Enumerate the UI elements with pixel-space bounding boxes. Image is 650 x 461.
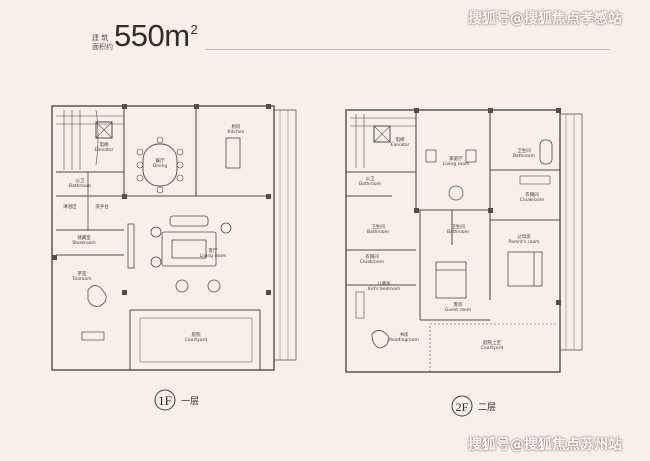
floor-2-plan: [345, 108, 583, 373]
living-furniture-icon: [150, 215, 232, 293]
f2-kids-en: Kid's bedroom: [368, 286, 400, 292]
floor-2-outline: [345, 109, 561, 373]
f2-courtyard-en: Courtyard: [481, 345, 504, 351]
area-label-line-1: 建 筑: [92, 34, 109, 42]
f2-bathroom4-cn: 卫生间: [451, 223, 465, 230]
f2-elevator-en: Elevator: [391, 142, 410, 148]
f2-bathroom2-en: Bathroom: [359, 181, 381, 187]
floor-2-labels: 电梯 Elevator 家庭厅 Living room 卫生间 Bathroom…: [359, 136, 544, 351]
f1-elevator-cn: 电梯: [100, 141, 109, 148]
floor-1-badge-text: 1F: [158, 393, 172, 408]
area-label-line-2: 面积约: [92, 43, 113, 51]
f1-kitchen-cn: 厨房: [232, 123, 241, 130]
f2-cloakroom2-en: Cloakroom: [360, 259, 384, 265]
area-unit-sup: 2: [190, 22, 198, 37]
f2-guest-cn: 客房: [454, 301, 463, 308]
area-number: 550m: [114, 18, 190, 53]
f2-bathroom-cn: 卫生间: [517, 147, 531, 154]
floor-2-title: 二层: [478, 402, 496, 413]
f2-living-cn: 家庭厅: [449, 155, 463, 162]
f1-tearoom-cn: 茶室: [78, 270, 87, 277]
guest-bed-icon: [435, 261, 467, 299]
f1-storeroom-en: Storeroom: [72, 240, 96, 246]
floor-2-badge-text: 2F: [456, 400, 469, 414]
floor-1-plan: [51, 104, 297, 371]
watermark-bottom: 搜狐号@搜狐焦点苏州站: [468, 437, 622, 453]
reading-chair-icon: [371, 330, 389, 349]
floor-1-title: 一层: [181, 396, 199, 407]
f1-tearoom-en: Tearoom: [71, 276, 91, 282]
f2-kids-cn: 儿童房: [377, 280, 391, 287]
f1-living-en: Living room: [200, 253, 226, 259]
f1-basin-label: 洗手台: [95, 203, 109, 210]
f2-cloakroom-cn: 衣帽间: [525, 191, 539, 198]
f2-bathroom2-cn: 公卫: [366, 176, 375, 182]
f1-living-cn: 客厅: [209, 247, 218, 254]
header-rule: [205, 49, 610, 50]
floor-1-outline: [51, 105, 275, 371]
stair-2-icon: [350, 114, 416, 168]
f2-cloakroom-en: Cloakroom: [520, 197, 544, 203]
f2-cloakroom2-cn: 衣帽间: [365, 253, 379, 260]
bathtub-icon: [539, 139, 553, 165]
f1-dining-en: Dining: [153, 163, 168, 169]
kitchen-island-icon: [225, 137, 241, 169]
family-living-furniture-icon: [425, 149, 477, 201]
f2-bathroom3-en: Bathroom: [367, 229, 389, 235]
elevator-2-icon: [373, 125, 391, 143]
watermark-top: 搜狐号@搜狐焦点孝感站: [468, 11, 622, 27]
f1-storeroom-cn: 储藏室: [77, 234, 91, 241]
f2-bathroom4-en: Bathroom: [447, 229, 469, 235]
area-value: 550m2: [114, 18, 198, 54]
f2-elevator-cn: 电梯: [396, 136, 405, 143]
f2-living-en: Living room: [443, 161, 469, 167]
f1-bathroom-en: Bathroom: [69, 183, 91, 189]
f1-elevator-en: Elevator: [95, 147, 114, 153]
elevator-1-icon: [95, 121, 113, 139]
f2-reading-en: Readingroom: [389, 337, 419, 343]
f1-courtyard-cn: 庭院: [192, 331, 201, 338]
f1-shower-label: 淋浴区: [63, 203, 77, 210]
f2-parents-cn: 父母房: [517, 233, 531, 240]
f1-bathroom-cn: 公卫: [76, 178, 85, 184]
f2-parents-en: Parent's room: [508, 239, 539, 245]
tearoom-lounge-icon: [87, 285, 107, 307]
floor-1-labels: 电梯 Elevator 餐厅 Dining 厨房 Kitchen 公卫 Bath…: [63, 123, 244, 343]
f1-courtyard-en: Courtyard: [185, 337, 208, 343]
f2-reading-cn: 书房: [400, 331, 409, 338]
f2-guest-en: Guest room: [445, 307, 471, 313]
f1-dining-cn: 餐厅: [156, 157, 165, 164]
stair-1-icon: [56, 109, 124, 170]
floor-1-badge: 1F 一层: [154, 389, 199, 411]
parents-bed-icon: [507, 251, 543, 287]
f1-kitchen-en: Kitchen: [228, 129, 245, 135]
f2-courtyard-cn: 庭院上空: [483, 339, 501, 346]
f2-bathroom3-cn: 卫生间: [371, 223, 385, 230]
area-label: 建 筑 面积约: [92, 34, 114, 52]
floor-2-badge: 2F 二层: [451, 395, 496, 417]
f2-bathroom-en: Bathroom: [513, 153, 535, 159]
